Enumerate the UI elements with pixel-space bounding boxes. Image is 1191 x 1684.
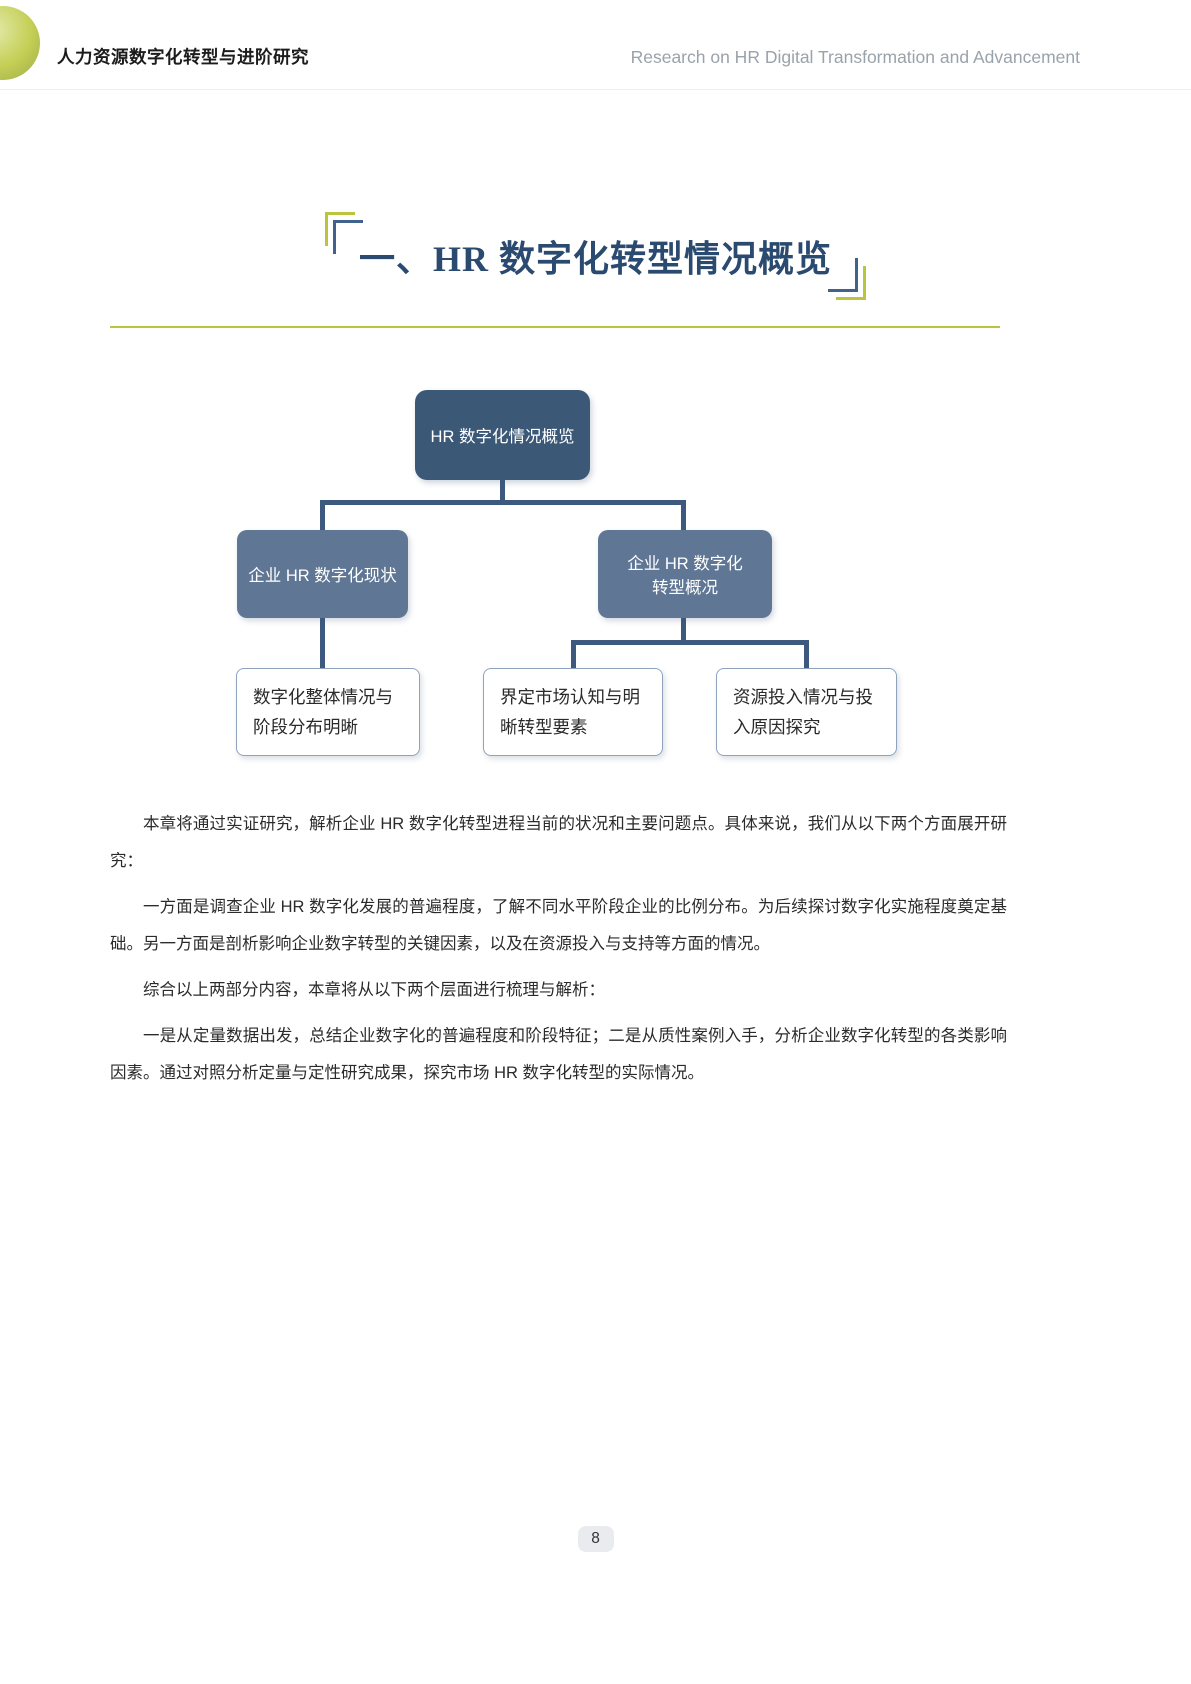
section-title-block: 一、HR 数字化转型情况概览 <box>324 212 866 300</box>
title-divider-rule <box>110 326 1000 328</box>
connector-right-branch-vertical <box>681 502 686 530</box>
connector-level1-horizontal <box>320 500 686 505</box>
connector-leaf3-vertical <box>804 642 809 668</box>
flowchart-branch-transformation-overview: 企业 HR 数字化 转型概况 <box>598 530 772 618</box>
connector-leaf1-vertical <box>320 618 325 668</box>
flowchart-root-node: HR 数字化情况概览 <box>415 390 590 480</box>
page-header: 人力资源数字化转型与进阶研究 Research on HR Digital Tr… <box>0 0 1191 90</box>
connector-leaf2-vertical <box>571 642 576 668</box>
bracket-bottom-right-blue-icon <box>828 258 858 292</box>
flowchart-leaf-overall-stage: 数字化整体情况与阶段分布明晰 <box>236 668 420 756</box>
hr-overview-flowchart: HR 数字化情况概览 企业 HR 数字化现状 企业 HR 数字化 转型概况 数字… <box>0 390 1191 760</box>
flowchart-branch-current-status: 企业 HR 数字化现状 <box>237 530 408 618</box>
section-title: 一、HR 数字化转型情况概览 <box>358 239 832 279</box>
connector-level2-horizontal <box>571 640 809 645</box>
page-number: 8 <box>577 1526 614 1552</box>
header-title-en: Research on HR Digital Transformation an… <box>630 47 1080 67</box>
flowchart-leaf-resource-investment: 资源投入情况与投入原因探究 <box>716 668 897 756</box>
paragraph-1: 本章将通过实证研究，解析企业 HR 数字化转型进程当前的状况和主要问题点。具体来… <box>110 815 1007 870</box>
page-footer: 8 <box>0 1526 1191 1552</box>
paragraph-3: 综合以上两部分内容，本章将从以下两个层面进行梳理与解析： <box>143 981 605 999</box>
bracket-bottom-right-green-icon <box>836 266 866 300</box>
body-text: 本章将通过实证研究，解析企业 HR 数字化转型进程当前的状况和主要问题点。具体来… <box>110 806 1007 1092</box>
connector-left-branch-vertical <box>320 502 325 530</box>
bracket-top-left-blue-icon <box>332 220 363 254</box>
flowchart-leaf-market-cognition: 界定市场认知与明晰转型要素 <box>483 668 663 756</box>
header-title-zh: 人力资源数字化转型与进阶研究 <box>57 47 309 67</box>
paragraph-2: 一方面是调查企业 HR 数字化发展的普遍程度，了解不同水平阶段企业的比例分布。为… <box>110 898 1007 953</box>
connector-right-trunk-vertical <box>681 618 686 642</box>
paragraph-4: 一是从定量数据出发，总结企业数字化的普遍程度和阶段特征；二是从质性案例入手，分析… <box>110 1027 1007 1082</box>
connector-root-vertical <box>500 480 505 502</box>
bracket-top-left-green-icon <box>324 212 355 246</box>
